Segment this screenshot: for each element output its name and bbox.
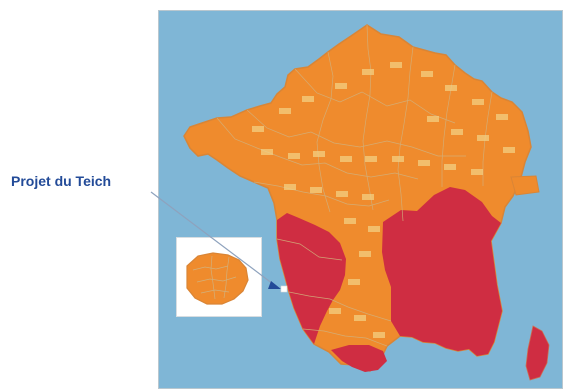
small-orange-patch — [510, 175, 540, 196]
france-map-frame — [158, 10, 563, 389]
inset-border-3 — [200, 289, 230, 294]
france-map — [159, 11, 562, 388]
pyrenees-red-region — [331, 345, 387, 372]
project-label: Projet du Teich — [11, 173, 112, 189]
inset-map-box — [176, 237, 262, 317]
south-east-red-region — [382, 187, 502, 356]
department-badges — [252, 62, 515, 338]
inset-map — [177, 238, 261, 316]
corsica — [525, 325, 550, 381]
south-west-red-region — [277, 213, 346, 344]
